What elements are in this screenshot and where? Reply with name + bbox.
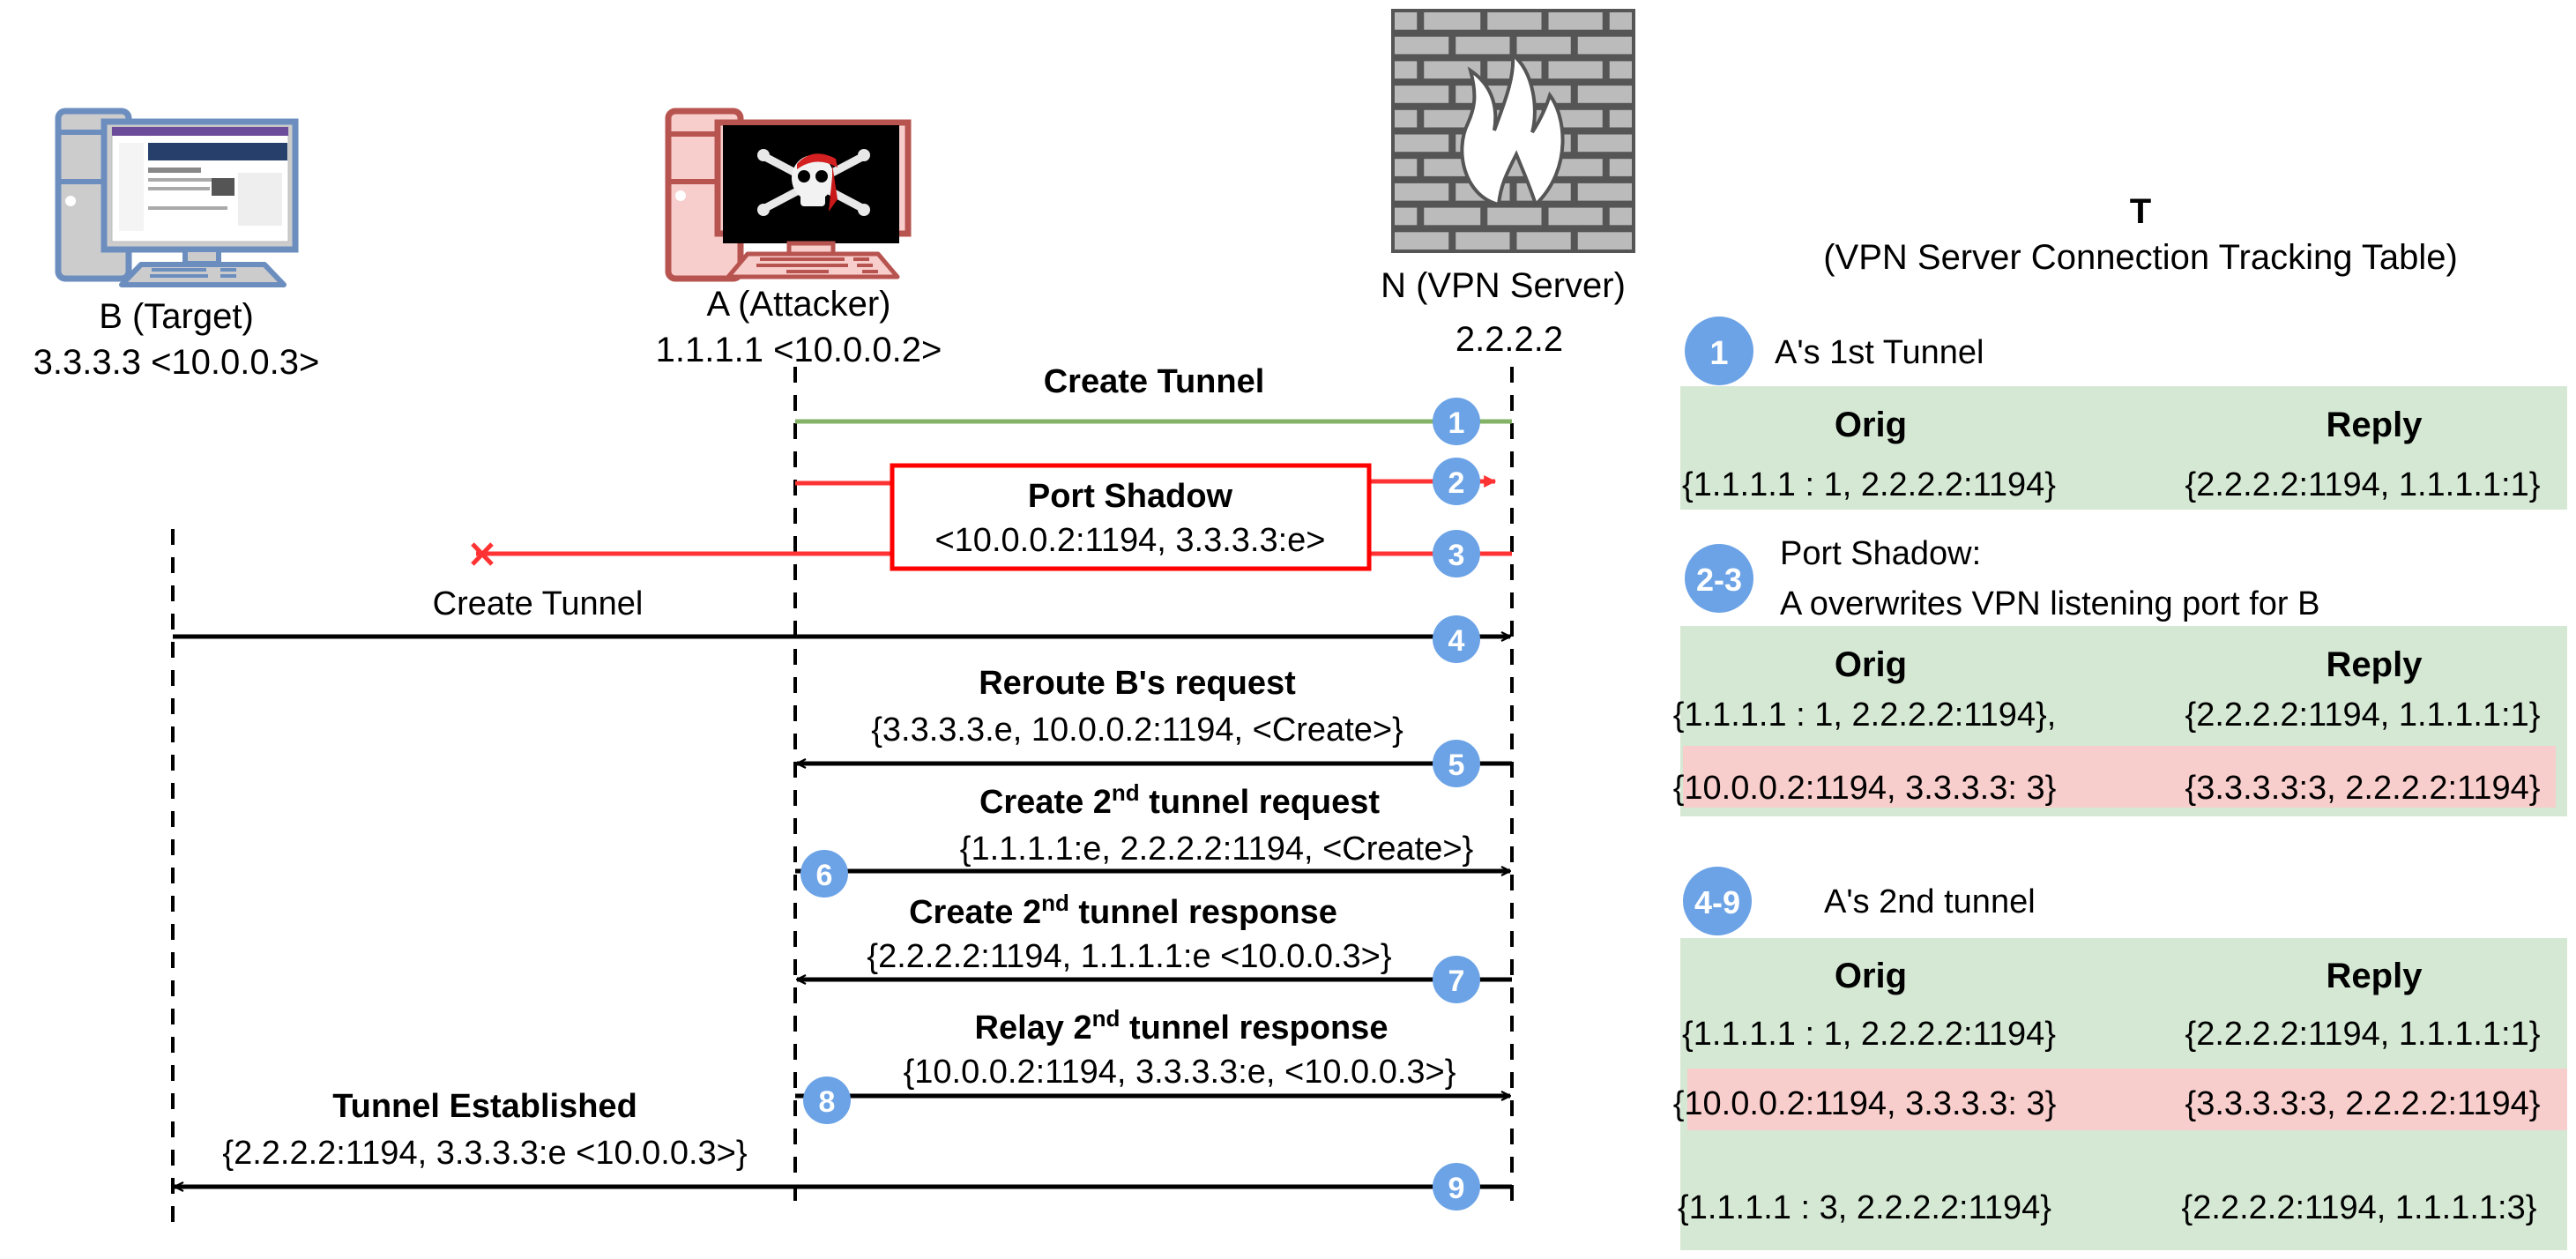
section-3-col-orig: Orig [1835,957,1907,995]
message-5-detail: {3.3.3.3.e, 10.0.0.2:1194, <Create>} [871,711,1403,749]
svg-text:7: 7 [1448,965,1465,998]
section-3-badge: 4-9 [1683,867,1752,935]
message-4-title: Create Tunnel [433,585,644,622]
section-2-badge: 2-3 [1685,544,1753,613]
svg-text:4-9: 4-9 [1694,884,1740,920]
firewall-icon [1391,9,1635,253]
attacker-address: 1.1.1.1 <10.0.0.2> [656,331,942,369]
section-1-table [1680,386,2567,510]
section-2-row-2-reply: {3.3.3.3:3, 2.2.2.2:1194} [2185,770,2541,807]
svg-text:6: 6 [816,859,833,892]
message-5-title: Reroute B's request [979,665,1296,702]
section-3-row-2-orig: {10.0.0.2:1194, 3.3.3.3: 3} [1673,1085,2057,1122]
server-name: N (VPN Server) [1381,266,1626,305]
message-7-detail: {2.2.2.2:1194, 1.1.1.1:e <10.0.0.3>} [867,938,1391,975]
section-3-col-reply: Reply [2327,957,2423,995]
step-badge-9: 9 [1433,1163,1480,1211]
port-shadow-box [890,463,1372,571]
table-section-3: 4-9 A's 2nd tunnel Orig Reply {1.1.1.1 :… [1673,867,2567,1250]
step-badge-2: 2 [1433,458,1480,505]
section-1-row-1-orig: {1.1.1.1 : 1, 2.2.2.2:1194} [1682,466,2056,503]
message-8-detail: {10.0.0.2:1194, 3.3.3.3:e, <10.0.0.3>} [904,1054,1456,1091]
section-2-row-1-reply: {2.2.2.2:1194, 1.1.1.1:1} [2185,697,2541,734]
section-1-heading: A's 1st Tunnel [1775,334,1984,371]
svg-text:2: 2 [1448,466,1465,500]
svg-text:5: 5 [1448,749,1465,782]
section-2-col-reply: Reply [2327,645,2423,684]
table-subtitle: (VPN Server Connection Tracking Table) [1823,238,2458,277]
message-6-detail: {1.1.1.1:e, 2.2.2.2:1194, <Create>} [960,831,1473,868]
svg-text:4: 4 [1448,624,1465,658]
target-address: 3.3.3.3 <10.0.0.3> [34,343,320,382]
section-2-col-orig: Orig [1835,645,1907,684]
server-address: 2.2.2.2 [1456,320,1563,359]
step-badge-7: 7 [1433,956,1480,1003]
section-2-row-1-orig: {1.1.1.1 : 1, 2.2.2.2:1194}, [1673,697,2057,734]
attacker-computer-icon [665,108,912,282]
svg-text:3: 3 [1448,539,1465,572]
step-badge-6: 6 [800,850,848,898]
section-3-row-1-orig: {1.1.1.1 : 1, 2.2.2.2:1194} [1682,1016,2056,1053]
section-3-row-3-reply: {2.2.2.2:1194, 1.1.1.1:3} [2182,1189,2537,1226]
section-2-heading-detail: A overwrites VPN listening port for B [1780,585,2319,622]
message-1: Create Tunnel [795,363,1512,424]
target-name: B (Target) [99,297,254,336]
step-badge-4: 4 [1433,615,1480,663]
message-5: Reroute B's request {3.3.3.3.e, 10.0.0.2… [797,665,1512,764]
svg-text:9: 9 [1448,1172,1465,1205]
table-section-2: 2-3 Port Shadow: A overwrites VPN listen… [1673,535,2567,816]
step-badge-3: 3 [1433,530,1480,577]
step-badge-1: 1 [1433,398,1480,445]
table-section-1: 1 A's 1st Tunnel Orig Reply {1.1.1.1 : 1… [1680,317,2567,510]
section-3-heading: A's 2nd tunnel [1824,883,2036,920]
step-badge-5: 5 [1433,740,1480,787]
section-3-row-3-orig: {1.1.1.1 : 3, 2.2.2.2:1194} [1678,1189,2051,1226]
message-6-title: Create 2nd tunnel request [979,779,1380,821]
svg-text:1: 1 [1448,406,1465,440]
message-6: Create 2nd tunnel request {1.1.1.1:e, 2.… [795,779,1510,871]
section-2-heading: Port Shadow: [1780,535,1981,572]
svg-text:8: 8 [819,1085,836,1119]
message-9-detail: {2.2.2.2:1194, 3.3.3.3:e <10.0.0.3>} [222,1135,747,1172]
blocked-x-icon [471,542,494,566]
message-9: Tunnel Established {2.2.2.2:1194, 3.3.3.… [175,1088,1512,1187]
skull-crossbones-icon [757,149,870,216]
section-1-col-orig: Orig [1835,406,1907,444]
table-title: T [2130,192,2151,231]
attacker-name: A (Attacker) [707,285,891,324]
section-3-row-2-reply: {3.3.3.3:3, 2.2.2.2:1194} [2185,1085,2541,1122]
port-shadow-detail: <10.0.0.2:1194, 3.3.3.3:e> [934,522,1325,559]
section-3-highlight-row [1687,1069,2567,1130]
section-1-row-1-reply: {2.2.2.2:1194, 1.1.1.1:1} [2185,466,2541,503]
svg-text:1: 1 [1709,335,1728,372]
message-8-title: Relay 2nd tunnel response [975,1005,1389,1047]
section-3-row-1-reply: {2.2.2.2:1194, 1.1.1.1:1} [2185,1016,2541,1053]
flame-icon [1460,50,1565,208]
section-1-badge: 1 [1685,317,1753,385]
step-badge-8: 8 [803,1076,851,1124]
message-7: Create 2nd tunnel response {2.2.2.2:1194… [797,890,1512,980]
message-9-title: Tunnel Established [332,1088,637,1125]
section-2-row-2-orig: {10.0.0.2:1194, 3.3.3.3: 3} [1673,770,2057,807]
target-computer-icon [55,108,299,287]
message-1-title: Create Tunnel [1044,363,1265,400]
section-1-col-reply: Reply [2327,406,2423,444]
section-2-highlight-row [1683,746,2556,808]
message-8: Relay 2nd tunnel response {10.0.0.2:1194… [795,1005,1510,1096]
port-shadow-title: Port Shadow [1028,478,1233,515]
message-7-title: Create 2nd tunnel response [909,890,1337,931]
svg-text:2-3: 2-3 [1696,562,1742,598]
message-4: Create Tunnel [173,585,1510,637]
